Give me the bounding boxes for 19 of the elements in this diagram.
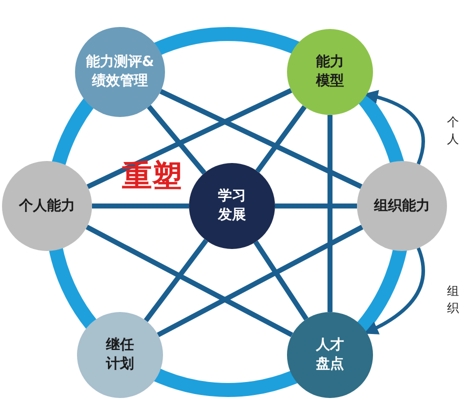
hub-circle: 学习发展 xyxy=(189,163,275,249)
connector-line xyxy=(255,105,307,173)
curved-arrow xyxy=(364,90,425,165)
connector-line xyxy=(275,204,357,208)
emphasis-text: 重塑 xyxy=(122,160,182,194)
connector-line xyxy=(328,115,332,312)
curved-arrow xyxy=(364,247,425,334)
connector-line xyxy=(86,88,292,189)
connector-line xyxy=(160,89,362,189)
topic-circle: 能力测评&绩效管理 xyxy=(75,27,165,117)
connector-line xyxy=(156,224,364,338)
connector-line xyxy=(144,238,208,322)
topic-circle: 人才盘点 xyxy=(287,312,373,398)
connector-line xyxy=(86,224,294,338)
topic-circle: 能力模型 xyxy=(287,29,373,115)
topic-circle: 个人能力 xyxy=(2,161,92,251)
connector-line xyxy=(92,204,189,208)
topic-circle: 组织能力 xyxy=(357,161,447,251)
topic-circle: 继任计划 xyxy=(77,312,163,398)
